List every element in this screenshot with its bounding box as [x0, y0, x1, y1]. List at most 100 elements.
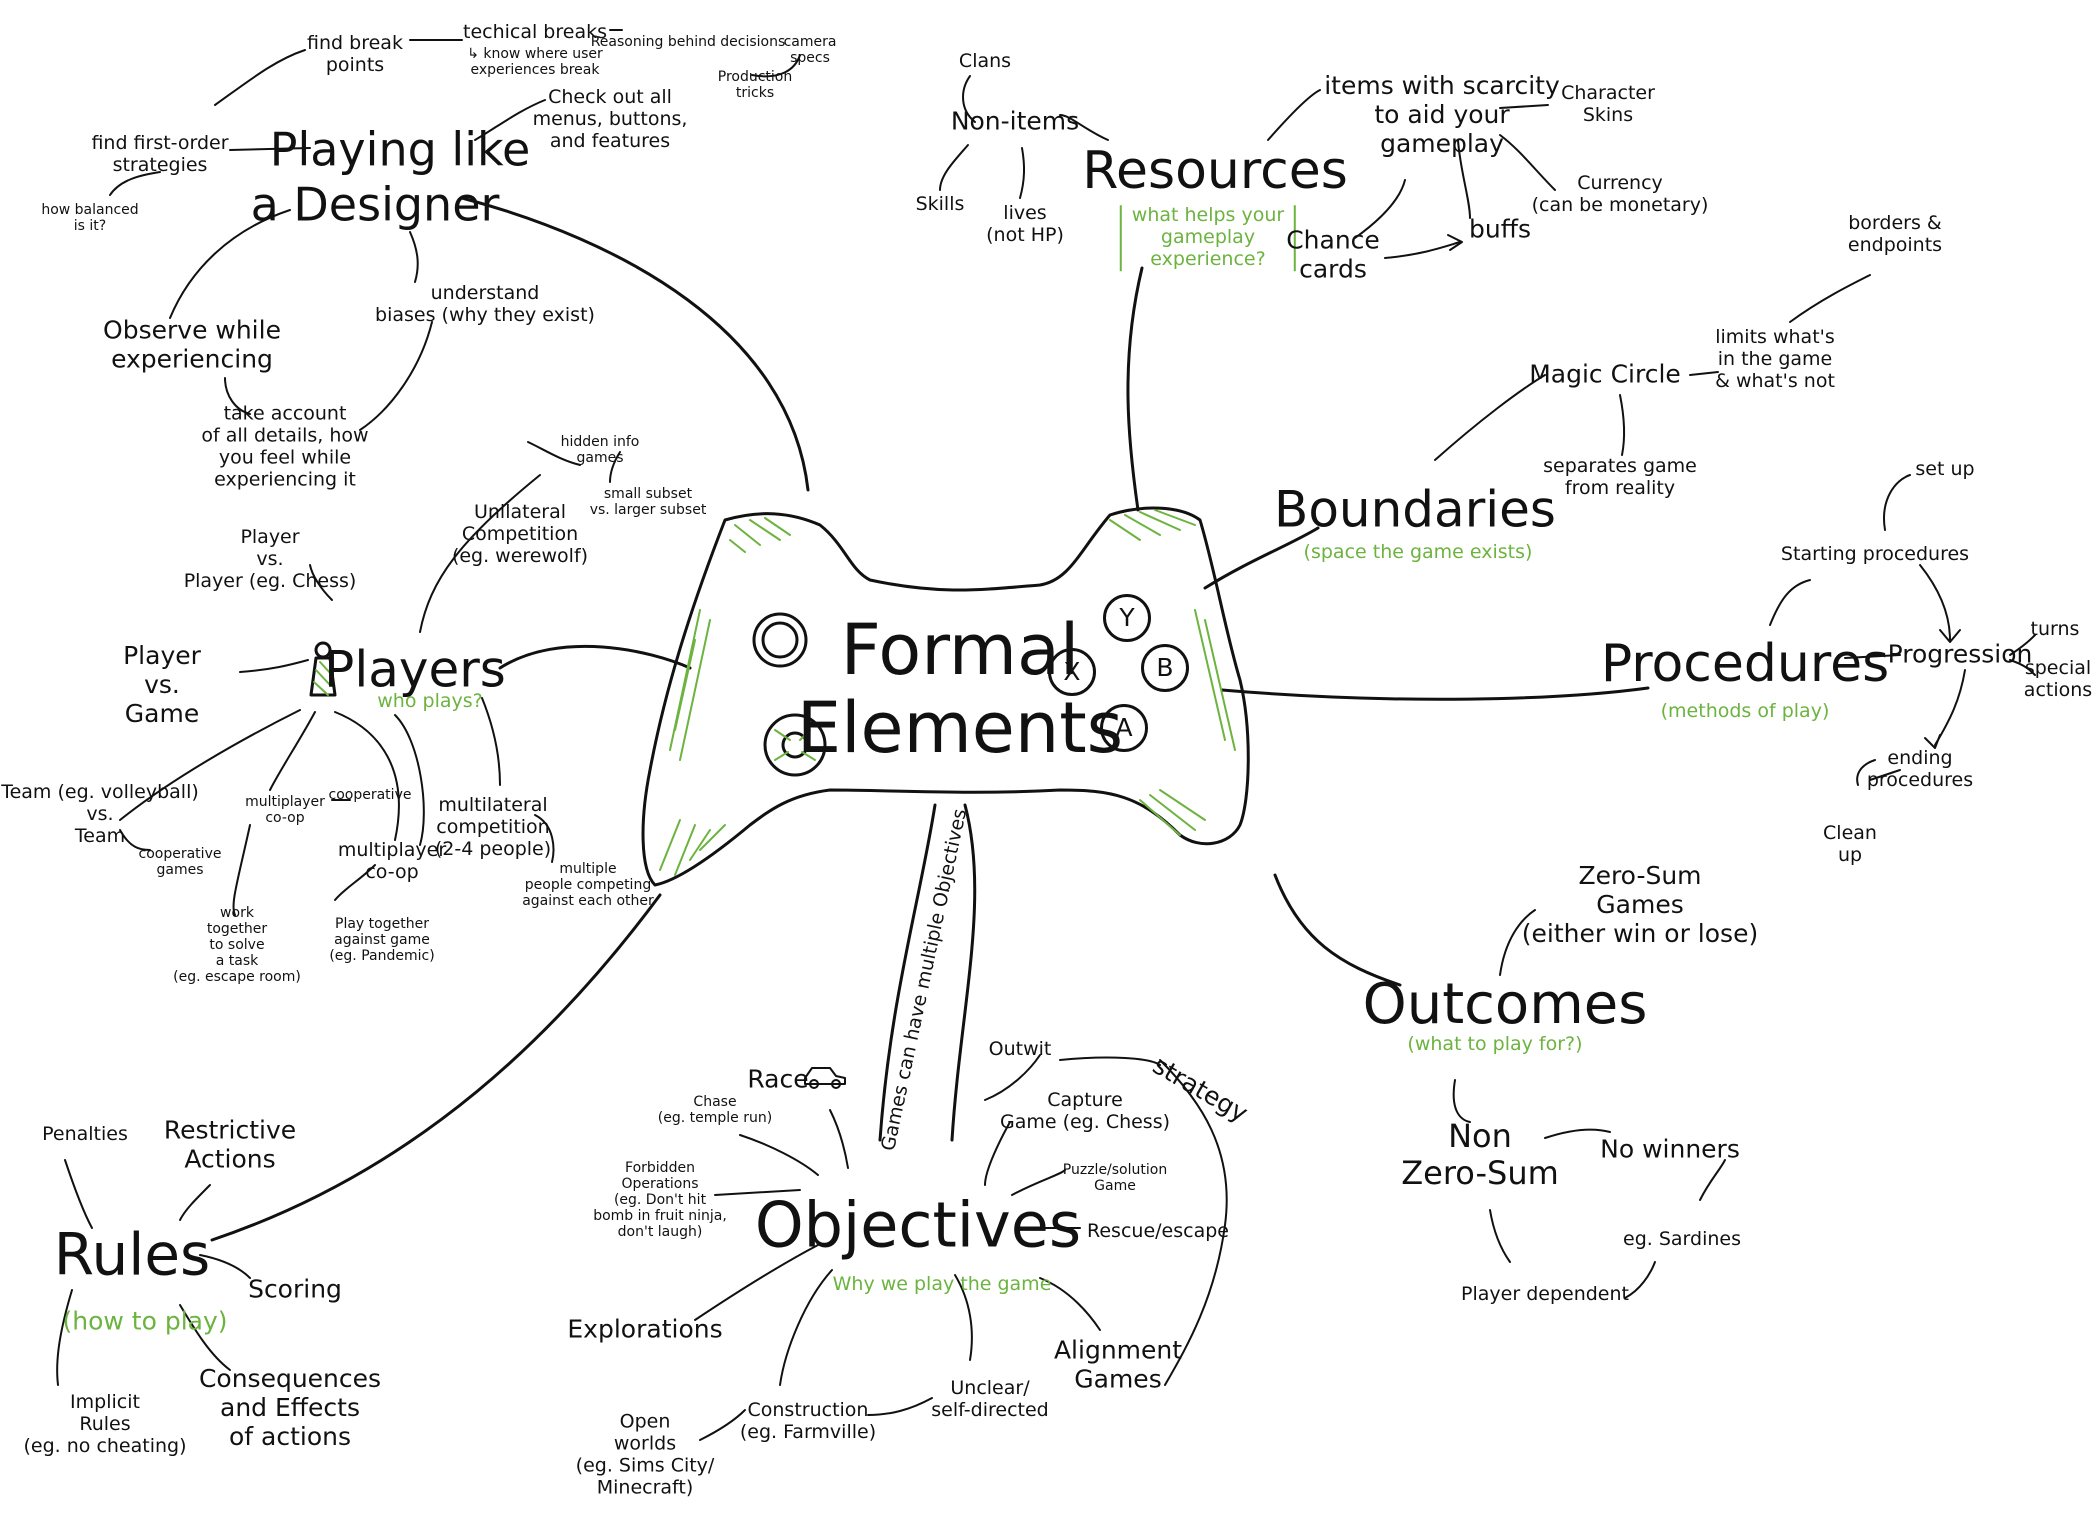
multiplayer-coop: multiplayer co-op	[337, 839, 447, 883]
players-subtitle: who plays?	[377, 690, 483, 713]
borders-endpoints: borders & endpoints	[1847, 212, 1943, 256]
items-with-scarcity: items with scarcity to aid your gameplay	[1324, 70, 1560, 158]
technical-breaks: techical breaks	[462, 21, 608, 44]
objectives-subtitle: Why we play the game	[832, 1273, 1052, 1296]
objectives-title: Objectives	[754, 1188, 1082, 1262]
designer-title-line2: a Designer	[250, 177, 500, 232]
player-vs-player: Player vs. Player (eg. Chess)	[183, 526, 357, 592]
camera-specs: camera specs	[783, 33, 837, 66]
find-break-points: find break points	[307, 32, 403, 76]
observe-while-experiencing: Observe while experiencing	[103, 315, 281, 373]
separates-game: separates game from reality	[1543, 455, 1697, 499]
boundaries-title: Boundaries	[1274, 480, 1556, 539]
cooperative-games: cooperative games	[138, 845, 222, 878]
center-title-line2: Elements	[796, 686, 1124, 769]
branch-players	[498, 644, 692, 670]
y-button-icon: Y	[1103, 594, 1151, 642]
x-button-icon: X	[1048, 648, 1096, 696]
multiple-people-competing: multiple people competing against each o…	[522, 860, 654, 910]
restrictive-actions: Restrictive Actions	[163, 1115, 297, 1173]
rules-title: Rules	[53, 1220, 211, 1289]
set-up: set up	[1915, 458, 1975, 481]
multiplayer-coop-small: multiplayer co-op	[245, 793, 325, 826]
know-where-breaks: ↳ know where user experiences break	[467, 45, 603, 78]
magic-circle: Magic Circle	[1529, 359, 1681, 389]
check-menus: Check out all menus, buttons, and featur…	[532, 86, 688, 152]
cooperative-label: cooperative	[328, 786, 412, 803]
non-zero-sum: Non Zero-Sum	[1401, 1117, 1559, 1192]
branch-designer	[460, 196, 810, 492]
special-actions: special actions	[2023, 657, 2092, 701]
production-tricks: Production tricks	[717, 68, 793, 101]
rescue-escape: Rescue/escape	[1087, 1220, 1229, 1243]
chase: Chase (eg. temple run)	[657, 1093, 773, 1126]
scoring: Scoring	[248, 1274, 342, 1304]
race-car-icon	[804, 1067, 846, 1089]
outcomes-subtitle: (what to play for?)	[1407, 1033, 1583, 1056]
how-balanced: how balanced is it?	[41, 201, 139, 234]
procedures-title: Procedures	[1600, 634, 1890, 695]
play-together: Play together against game (eg. Pandemic…	[329, 915, 435, 965]
b-button-icon: B	[1141, 644, 1189, 692]
non-items: Non-items	[950, 106, 1080, 136]
multilateral-competition: multilateral competition (2-4 people)	[434, 794, 552, 860]
branch-resources	[1126, 266, 1144, 512]
no-winners: No winners	[1600, 1134, 1740, 1164]
limits-what: limits what's in the game & what's not	[1715, 326, 1835, 392]
puzzle-solution-game: Puzzle/solution Game	[1062, 1161, 1168, 1194]
reasoning-behind-decisions: Reasoning behind decisions	[590, 33, 786, 50]
small-vs-larger-subset: small subset vs. larger subset	[589, 485, 707, 518]
capture-game: Capture Game (eg. Chess)	[999, 1089, 1171, 1133]
construction: Construction (eg. Farmville)	[739, 1399, 877, 1443]
chance-cards: Chance cards	[1286, 225, 1380, 283]
team-vs-team: Team (eg. volleyball) vs. Team	[1, 781, 199, 847]
boundaries-subtitle: (space the game exists)	[1303, 541, 1533, 564]
player-vs-game: Player vs. Game	[123, 640, 201, 728]
turns: turns	[2030, 618, 2080, 641]
progression: Progression	[1887, 639, 2033, 669]
understand-biases: understand biases (why they exist)	[375, 282, 595, 326]
players-title: Players	[324, 640, 506, 699]
zero-sum-games: Zero-Sum Games (either win or lose)	[1521, 860, 1759, 948]
unilateral-competition: Unilateral Competition (eg. werewolf)	[451, 501, 589, 567]
forbidden-operations: Forbidden Operations (eg. Don't hit bomb…	[593, 1159, 727, 1241]
branch-objectives-left	[878, 803, 937, 1142]
work-together: work together to solve a task (eg. escap…	[173, 904, 301, 986]
consequences-effects: Consequences and Effects of actions	[198, 1363, 382, 1451]
clean-up: Clean up	[1823, 822, 1877, 866]
a-button-icon: A	[1100, 704, 1148, 752]
explorations: Explorations	[567, 1314, 723, 1344]
outwit: Outwit	[988, 1038, 1052, 1061]
resources-title: Resources	[1082, 141, 1348, 202]
eg-sardines: eg. Sardines	[1623, 1228, 1741, 1251]
designer-title-line1: Playing like	[269, 122, 531, 177]
alignment-games: Alignment Games	[1053, 1335, 1183, 1393]
starting-procedures: Starting procedures	[1780, 543, 1970, 566]
branch-outcomes	[1273, 873, 1402, 987]
clans: Clans	[958, 50, 1012, 73]
hidden-info-games: hidden info games	[560, 433, 640, 466]
skills: Skills	[915, 193, 965, 216]
penalties: Penalties	[42, 1123, 128, 1146]
buffs: buffs	[1469, 214, 1531, 244]
player-pawn-icon	[309, 641, 337, 697]
race: Race	[747, 1064, 809, 1094]
branch-rules	[210, 893, 662, 1242]
player-dependent: Player dependent	[1461, 1283, 1629, 1306]
rules-subtitle: (how to play)	[62, 1306, 228, 1336]
open-worlds: Open worlds (eg. Sims City/ Minecraft)	[575, 1410, 715, 1498]
ending-procedures: ending procedures	[1866, 747, 1974, 791]
first-order-strategies: find first-order strategies	[91, 132, 229, 176]
outcomes-title: Outcomes	[1362, 971, 1648, 1037]
branch-objectives-right	[950, 803, 977, 1142]
branch-procedures	[1220, 686, 1650, 701]
procedures-subtitle: (methods of play)	[1660, 700, 1830, 723]
resources-subtitle: what helps your gameplay experience?	[1119, 204, 1297, 271]
unclear-self-directed: Unclear/ self-directed	[931, 1377, 1049, 1421]
lives: lives (not HP)	[986, 202, 1064, 246]
implicit-rules: Implicit Rules (eg. no cheating)	[23, 1391, 187, 1457]
currency: Currency (can be monetary)	[1531, 172, 1709, 216]
take-account: take account of all details, how you fee…	[201, 402, 369, 490]
